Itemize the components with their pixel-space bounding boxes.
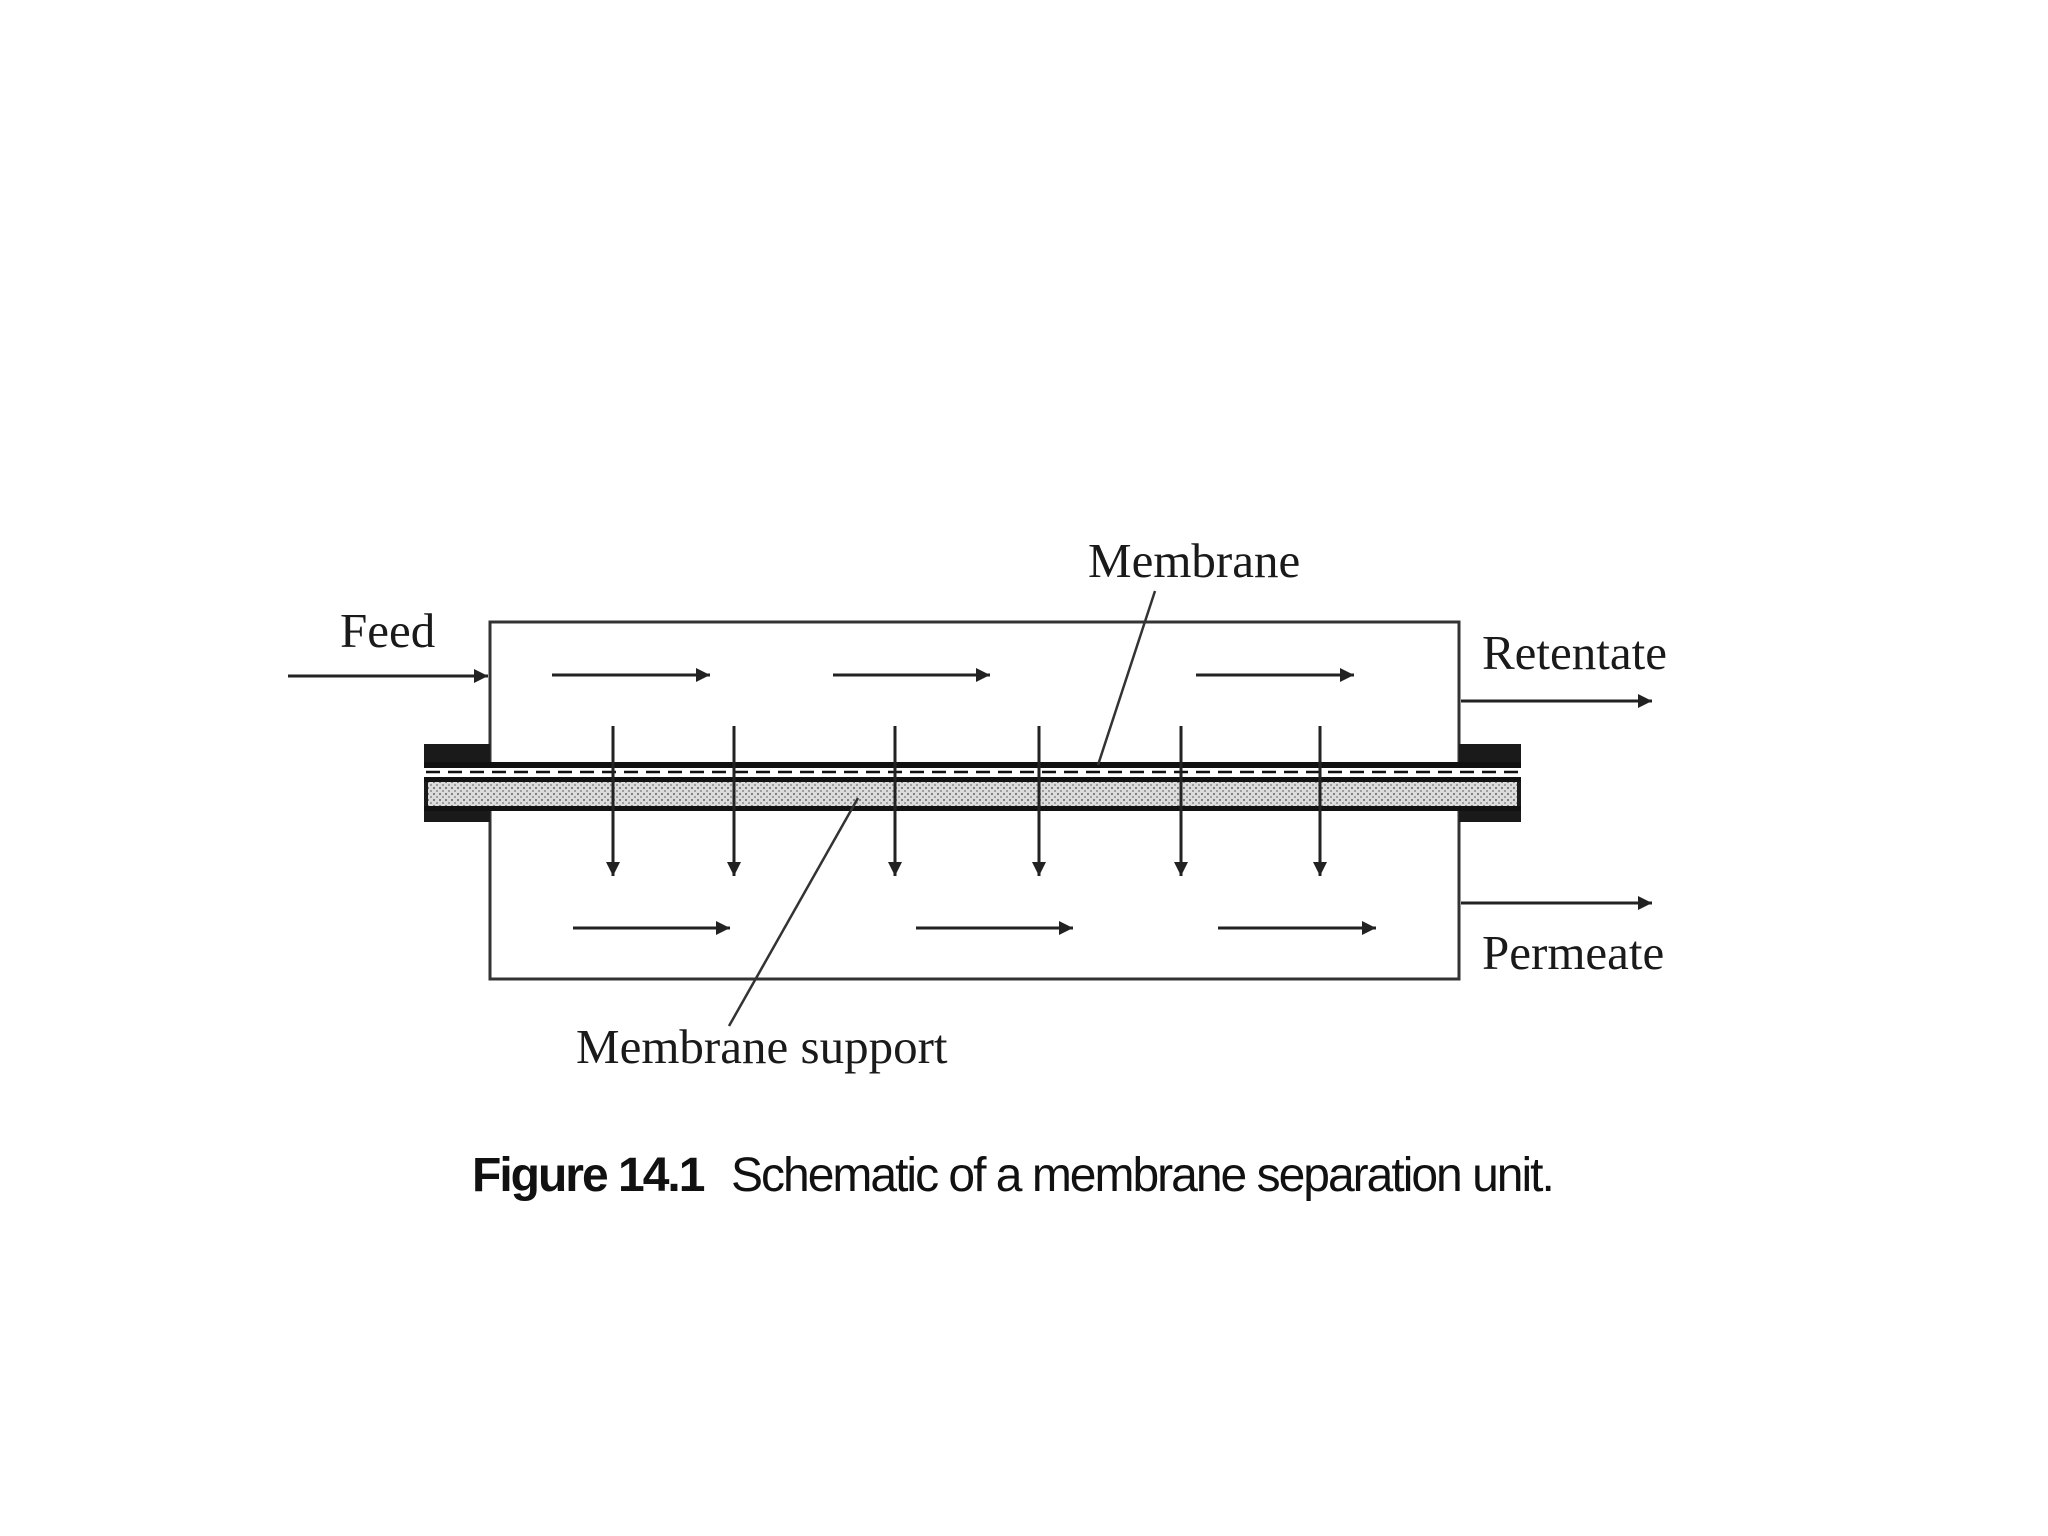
membrane-support-label: Membrane support bbox=[576, 1019, 948, 1074]
retentate-label: Retentate bbox=[1482, 625, 1667, 680]
membrane-support-leader-line bbox=[727, 797, 860, 1027]
membrane-assembly bbox=[424, 762, 1521, 811]
permeate-label: Permeate bbox=[1482, 925, 1664, 980]
feed-label: Feed bbox=[340, 603, 435, 658]
membrane-label: Membrane bbox=[1088, 533, 1300, 588]
membrane-support-layer bbox=[428, 782, 1517, 806]
figure-caption: Schematic of a membrane separation unit. bbox=[731, 1149, 1553, 1202]
membrane-leader-line bbox=[1096, 590, 1157, 766]
figure-number: Figure 14.1 bbox=[472, 1149, 705, 1202]
